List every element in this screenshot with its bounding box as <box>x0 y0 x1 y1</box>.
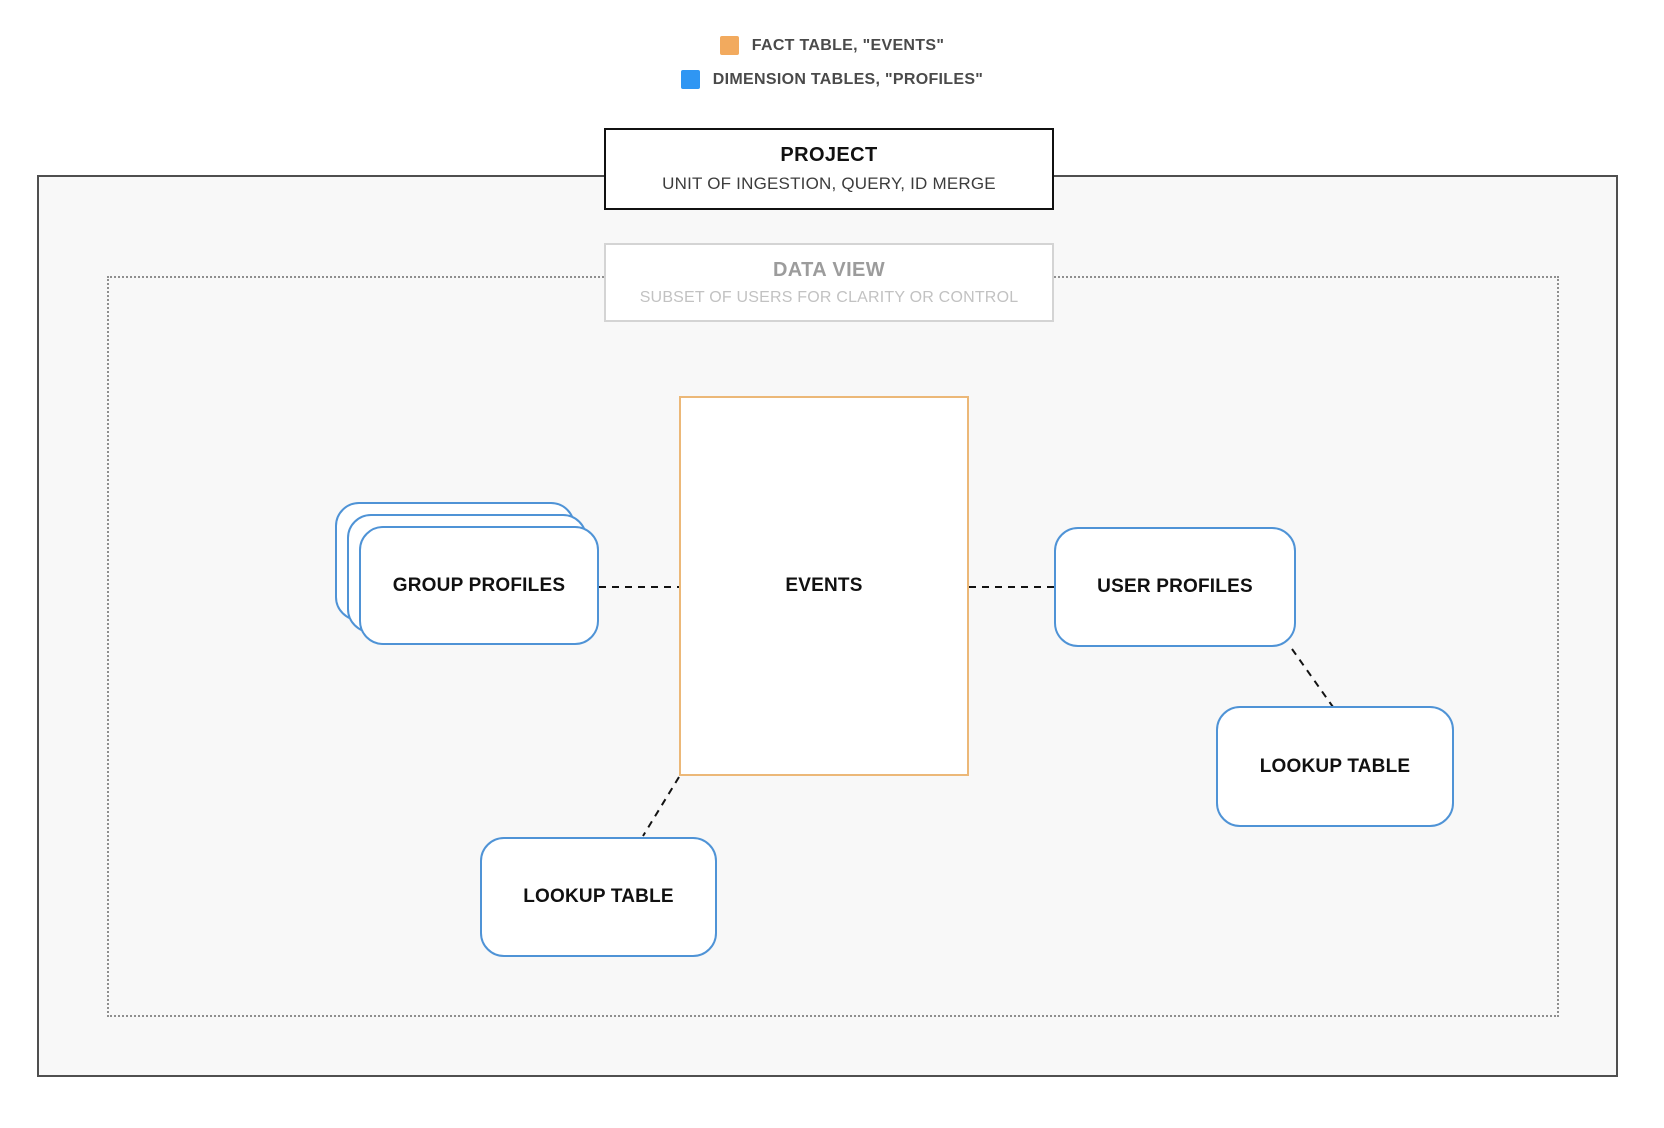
connector-user-profiles-lookup <box>1291 648 1334 708</box>
fact-table-color-swatch-icon <box>719 36 739 55</box>
lookup-table-right-node: LOOKUP TABLE <box>1216 706 1454 827</box>
events-label: EVENTS <box>785 575 863 596</box>
legend-item-dimension-tables: DIMENSION TABLES, "PROFILES" <box>680 70 984 89</box>
legend-fact-label: FACT TABLE, "EVENTS" <box>751 36 945 54</box>
events-node: EVENTS <box>679 396 969 776</box>
lookup-table-right-label: LOOKUP TABLE <box>1259 755 1411 777</box>
user-profiles-label: USER PROFILES <box>1097 576 1253 597</box>
dimension-tables-color-swatch-icon <box>680 70 700 89</box>
lookup-table-bottom-node: LOOKUP TABLE <box>480 837 717 957</box>
legend: FACT TABLE, "EVENTS" DIMENSION TABLES, "… <box>0 36 1664 89</box>
data-view-subtitle: SUBSET OF USERS FOR CLARITY OR CONTROL <box>639 288 1019 306</box>
user-profiles-node: USER PROFILES <box>1054 527 1296 647</box>
project-header-box: PROJECT UNIT OF INGESTION, QUERY, ID MER… <box>604 128 1054 210</box>
data-view-title: DATA VIEW <box>772 258 886 281</box>
project-subtitle: UNIT OF INGESTION, QUERY, ID MERGE <box>662 174 996 193</box>
project-title: PROJECT <box>780 144 878 166</box>
lookup-table-bottom-label: LOOKUP TABLE <box>523 886 674 907</box>
group-profiles-label: GROUP PROFILES <box>392 574 566 596</box>
legend-dimension-label: DIMENSION TABLES, "PROFILES" <box>712 70 984 88</box>
connector-events-lookup <box>642 776 680 837</box>
group-profiles-node: GROUP PROFILES <box>359 526 599 645</box>
legend-item-fact-table: FACT TABLE, "EVENTS" <box>719 36 945 55</box>
data-view-header-box: DATA VIEW SUBSET OF USERS FOR CLARITY OR… <box>604 243 1054 322</box>
